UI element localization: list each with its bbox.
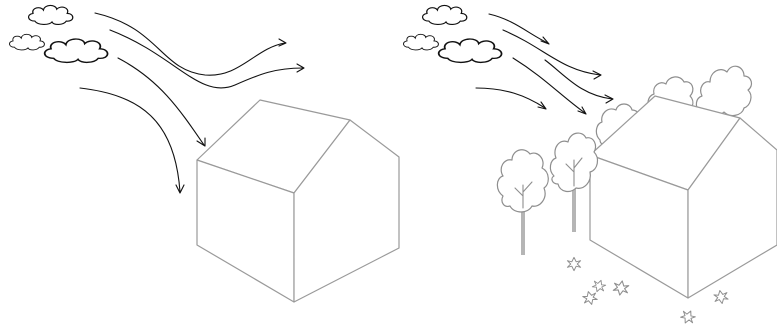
wind-arrow <box>476 88 545 108</box>
cloud-icon <box>9 34 44 50</box>
cloud-group <box>9 5 107 62</box>
leaf-icon <box>591 278 606 293</box>
cloud-group <box>403 5 501 62</box>
leaf-icon <box>613 280 630 297</box>
wind-arrow-group <box>476 14 613 114</box>
leaf-icon <box>713 289 728 304</box>
wind-arrow <box>513 58 585 113</box>
wind-arrow <box>110 30 303 88</box>
wind-arrow <box>503 30 600 75</box>
panel-with-trees <box>403 5 777 325</box>
wind-arrow <box>80 88 180 192</box>
house-icon <box>197 100 399 302</box>
leaf-icon <box>582 290 598 306</box>
cloud-icon <box>45 39 108 62</box>
panel-without-trees <box>9 5 399 302</box>
wind-arrow <box>95 13 285 75</box>
wind-arrow <box>489 14 548 43</box>
cloud-icon <box>439 39 502 62</box>
leaf-icon <box>567 257 580 270</box>
arrow-icon <box>197 138 205 146</box>
wind-arrow <box>545 60 612 99</box>
cloud-icon <box>403 34 438 50</box>
cloud-icon <box>29 5 73 24</box>
leaf-icon <box>679 308 697 326</box>
tree-icon <box>497 150 548 255</box>
arrow-icon <box>279 39 286 46</box>
cloud-icon <box>423 5 467 24</box>
